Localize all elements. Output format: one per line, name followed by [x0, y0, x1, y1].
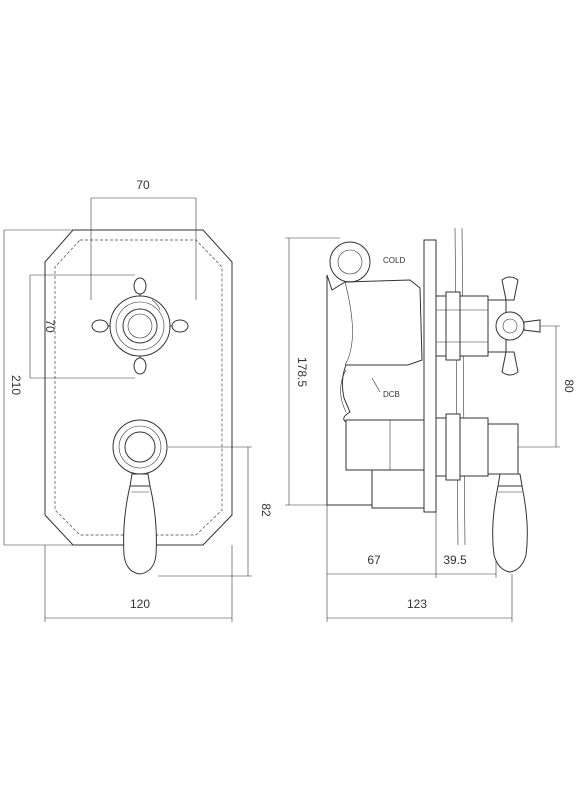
dim-spacing: 80: [518, 325, 576, 448]
dim-body-depth-label: 67: [367, 553, 381, 567]
dim-lever-height-label: 82: [259, 503, 273, 517]
dim-inner-height-label: 70: [43, 319, 57, 333]
lever-handle: [112, 419, 168, 575]
faceplate-outline: [44, 229, 233, 546]
dim-top-width: 70: [90, 178, 197, 300]
dim-inner-height: 70: [29, 274, 135, 379]
upper-spindle: [435, 276, 541, 376]
lower-spindle: [435, 413, 528, 573]
dim-total-depth-label: 123: [407, 597, 427, 611]
front-view: 70 70 210 82 120: [3, 178, 273, 622]
dim-body-height-label: 178.5: [295, 357, 309, 387]
dim-projection-label: 39.5: [443, 553, 467, 567]
dim-body-height: 178.5: [285, 237, 340, 506]
dim-top-width-label: 70: [136, 178, 150, 192]
dim-total-depth: 123: [327, 574, 513, 622]
dim-depths: 67 39.5: [326, 505, 497, 622]
dim-total-height: 210: [3, 229, 73, 546]
cold-label: COLD: [383, 256, 405, 265]
dim-bottom-width: 120: [44, 545, 233, 622]
cross-handle: [91, 277, 189, 375]
dim-bottom-width-label: 120: [130, 597, 150, 611]
wall-plate: [423, 239, 437, 513]
side-view: COLD DCB: [285, 227, 576, 622]
dim-total-height-label: 210: [9, 375, 23, 395]
dcb-label: DCB: [383, 390, 400, 399]
cold-inlet: COLD: [329, 241, 405, 283]
dim-lever-height: 82: [158, 446, 273, 577]
faceplate-inner-border: [54, 239, 223, 536]
dim-spacing-label: 80: [562, 379, 576, 393]
